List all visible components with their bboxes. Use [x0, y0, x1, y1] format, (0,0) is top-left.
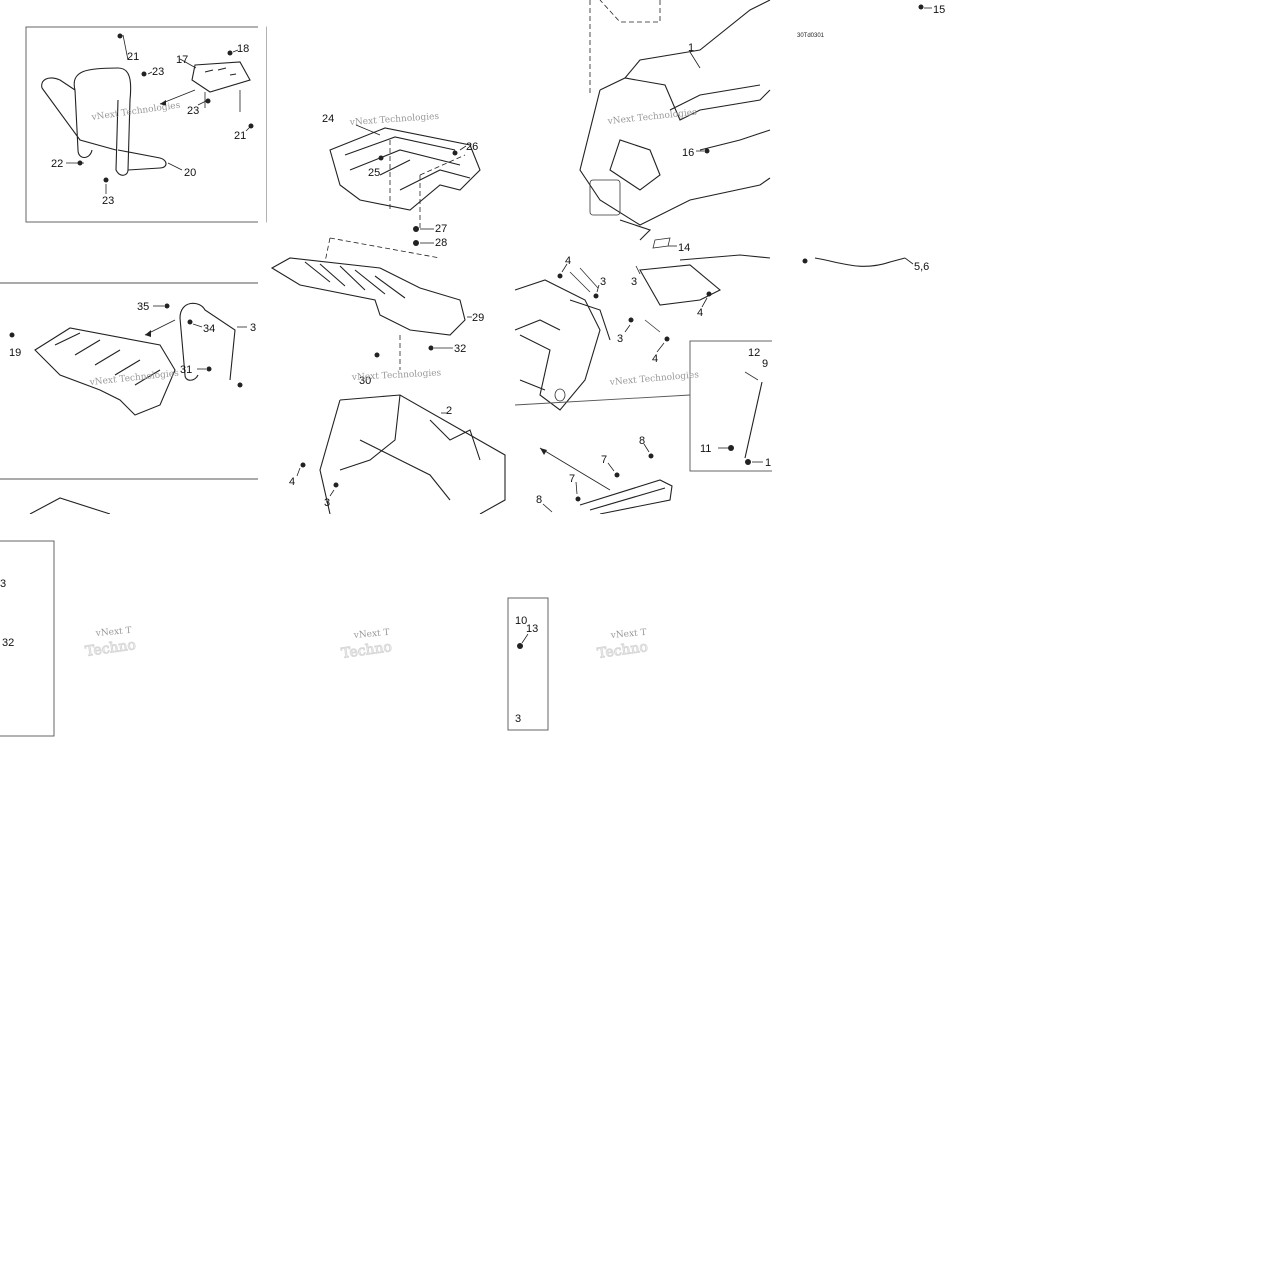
callout-32a: 32 [454, 343, 466, 355]
bottom-left-panel-frame [0, 540, 55, 737]
frame-detail-tile: 4 3 3 4 3 4 12 9 11 1 8 7 7 8 vNext Tech… [514, 254, 776, 515]
rear-rack-2-part [270, 257, 466, 336]
front-bumper-panel-frame [25, 26, 267, 223]
callout-18: 18 [237, 43, 249, 55]
rear-rack-tile: 35 34 3 19 31 vNext Technologies [0, 282, 258, 515]
callout-1b: 1 [765, 457, 771, 469]
watermark-partial-text: vNext T [352, 628, 390, 641]
front-rack-part [329, 127, 481, 211]
callout-23c: 23 [102, 195, 114, 207]
front-bumper-part [41, 67, 167, 176]
watermark-partial-text-2: Techno [340, 639, 393, 662]
callout-17: 17 [176, 54, 188, 66]
callout-3e: 3 [617, 333, 623, 345]
callout-3f: 3 [0, 578, 6, 590]
callout-26: 26 [466, 141, 478, 153]
callout-22: 22 [51, 158, 63, 170]
callout-28: 28 [435, 237, 447, 249]
rear-subframe-part [319, 394, 506, 515]
callout-11: 11 [700, 443, 711, 455]
callout-8a: 8 [639, 435, 645, 447]
callout-20: 20 [184, 167, 196, 179]
callout-35: 35 [137, 301, 149, 313]
callout-1: 1 [688, 42, 694, 54]
callout-3c: 3 [600, 276, 606, 288]
callout-34: 34 [203, 323, 215, 335]
side-fragment-tile: 5,6 [802, 257, 929, 273]
watermark-partial-text-2: Techno [84, 637, 137, 660]
callout-15: 15 [933, 4, 945, 16]
callout-12: 12 [748, 347, 760, 359]
callout-32b: 32 [2, 637, 14, 649]
watermark-text: vNext Technologies [349, 112, 440, 128]
bottom-row-fragments: 3 32 vNext T Techno vNext T Techno 10 13… [0, 540, 649, 737]
callout-21b: 21 [234, 130, 246, 142]
callout-4c: 4 [697, 307, 703, 319]
bottom-inset-frame [507, 597, 549, 731]
callout-29: 29 [472, 312, 484, 324]
callout-27: 27 [435, 223, 447, 235]
callout-3b: 3 [324, 497, 330, 509]
callout-3a: 3 [250, 322, 256, 334]
callout-4d: 4 [652, 353, 658, 365]
callout-4b: 4 [565, 255, 571, 267]
callout-19: 19 [9, 347, 21, 359]
callout-23b: 23 [187, 105, 199, 117]
watermark-partial-text-2: Techno [596, 639, 649, 662]
callout-4a: 4 [289, 476, 295, 488]
rear-frame-tile: 29 32 30 2 4 3 vNext Technologies [270, 237, 506, 515]
callout-10: 10 [515, 615, 527, 627]
callout-5-6: 5,6 [914, 261, 929, 273]
main-frame-tile: 1 16 14 15 30Td0301 vNext Technologies [579, 0, 945, 254]
watermark-text: vNext Technologies [351, 368, 442, 383]
diagram-code: 30Td0301 [797, 33, 825, 39]
watermark-partial-text: vNext T [609, 628, 647, 641]
watermark-text: vNext Technologies [606, 108, 697, 127]
callout-8b: 8 [536, 494, 542, 506]
watermark-partial-text: vNext T [94, 626, 132, 639]
callout-13: 13 [526, 623, 538, 635]
callout-7a: 7 [601, 454, 607, 466]
callout-24: 24 [322, 113, 334, 125]
callout-21a: 21 [127, 51, 139, 63]
callout-9: 9 [762, 358, 768, 370]
front-rack-tile: 24 25 26 27 28 vNext Technologies [322, 112, 481, 249]
callout-14: 14 [678, 242, 690, 254]
callout-23a: 23 [152, 66, 164, 78]
watermark-text: vNext Technologies [88, 369, 179, 388]
callout-16: 16 [682, 147, 694, 159]
frame-detail-part [514, 254, 771, 411]
watermark-text: vNext Technologies [90, 101, 181, 124]
tie-rod-part [744, 381, 763, 459]
footrest-part [579, 479, 673, 515]
callout-2: 2 [446, 405, 452, 417]
callout-7b: 7 [569, 473, 575, 485]
main-frame-part [579, 0, 771, 241]
watermark-text: vNext Technologies [608, 370, 699, 388]
callout-3d: 3 [631, 276, 637, 288]
callout-31: 31 [180, 364, 192, 376]
skid-plate-part [191, 61, 251, 93]
callout-3g: 3 [515, 713, 521, 725]
front-bumper-tile: 21 23 17 18 23 21 22 20 23 vNext Technol… [25, 26, 267, 223]
callout-25: 25 [368, 167, 380, 179]
rear-bumper-part [179, 302, 236, 381]
callout-30: 30 [359, 375, 371, 387]
rear-rack-part [34, 327, 176, 416]
